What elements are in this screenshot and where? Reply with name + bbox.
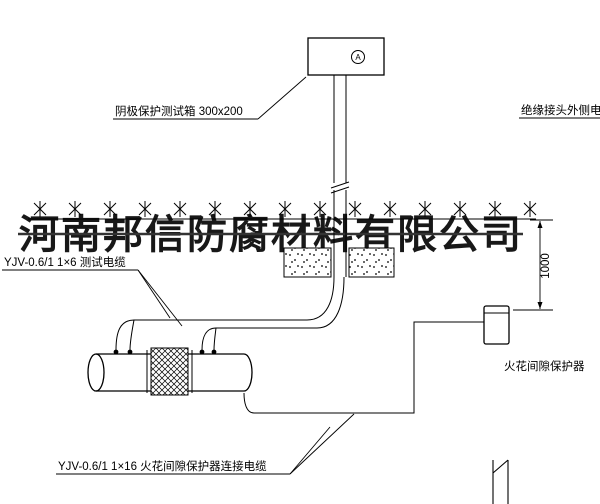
leader-test-cable-1	[137, 269, 171, 319]
concrete-block-left	[283, 247, 332, 278]
leader-protector-cable-2	[289, 413, 355, 475]
label-test-box: 阴极保护测试箱 300x200	[113, 76, 307, 120]
protector-cable-line	[243, 321, 484, 414]
test-box: A	[307, 37, 385, 76]
label-test-cable-text: YJV-0.6/1 1×6 测试电缆	[4, 256, 126, 269]
ammeter-symbol	[351, 50, 365, 64]
label-insulated-joint-cable: 绝缘接头外侧电缆	[519, 103, 600, 119]
label-protector-cable-text: YJV-0.6/1 1×16 火花间隙保护器连接电缆	[58, 459, 267, 473]
leader-test-box	[257, 76, 307, 120]
dimension-text: 1000	[540, 253, 552, 279]
label-protector-cable: YJV-0.6/1 1×16 火花间隙保护器连接电缆	[56, 413, 355, 475]
concrete-block-right	[348, 247, 395, 278]
spark-gap-protector	[483, 305, 510, 345]
test-cable-lines	[115, 276, 345, 351]
ammeter-label: A	[355, 53, 361, 62]
dimension-1000	[513, 219, 553, 311]
insulating-joint	[146, 347, 193, 396]
label-test-cable: YJV-0.6/1 1×6 测试电缆	[2, 256, 183, 327]
leader-test-cable-2	[137, 269, 183, 327]
label-insulated-joint-cable-text: 绝缘接头外侧电缆	[521, 103, 600, 117]
label-test-box-text: 阴极保护测试箱 300x200	[115, 104, 243, 118]
ground-rod-symbol	[492, 459, 509, 504]
conduit-riser	[330, 75, 350, 277]
leader-protector-cable-1	[289, 426, 331, 475]
label-protector-text: 火花间隙保护器	[504, 359, 585, 373]
cable-terminals	[113, 349, 217, 355]
